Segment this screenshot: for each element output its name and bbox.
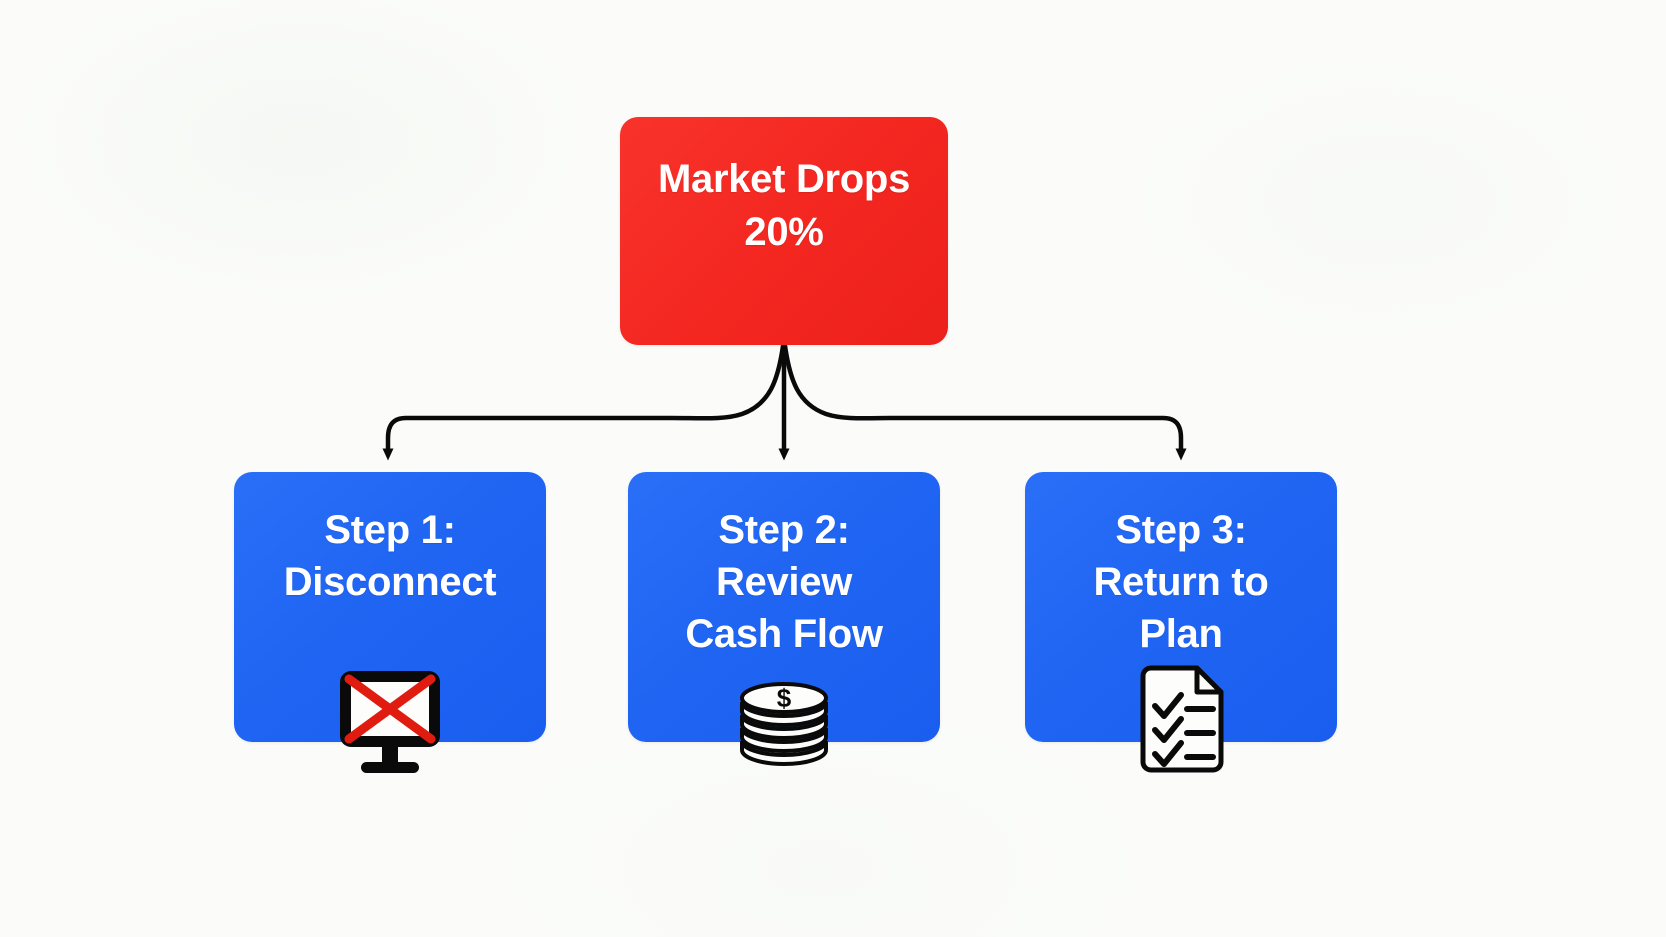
node-step-3[interactable]: Step 3: Return to Plan xyxy=(1025,472,1337,773)
connector-to-step-3 xyxy=(782,343,1187,461)
node-step-3-label: Step 3: Return to Plan xyxy=(1093,508,1269,656)
node-market-drops-label: Market Drops 20% xyxy=(657,157,911,255)
connector-to-step-1 xyxy=(382,343,786,461)
coin-stack-dollar-icon: $ xyxy=(740,682,828,766)
checklist-document-icon xyxy=(1140,665,1224,773)
node-step-2[interactable]: Step 2: Review Cash Flow $ xyxy=(628,472,940,766)
node-step-1-label: Step 1: Disconnect xyxy=(283,508,497,604)
node-step-1[interactable]: Step 1: Disconnect xyxy=(234,472,546,773)
node-market-drops[interactable]: Market Drops 20% xyxy=(620,117,948,345)
node-step-2-label: Step 2: Review Cash Flow xyxy=(685,508,883,656)
svg-text:$: $ xyxy=(777,683,792,713)
monitor-crossed-out-icon xyxy=(340,671,440,773)
